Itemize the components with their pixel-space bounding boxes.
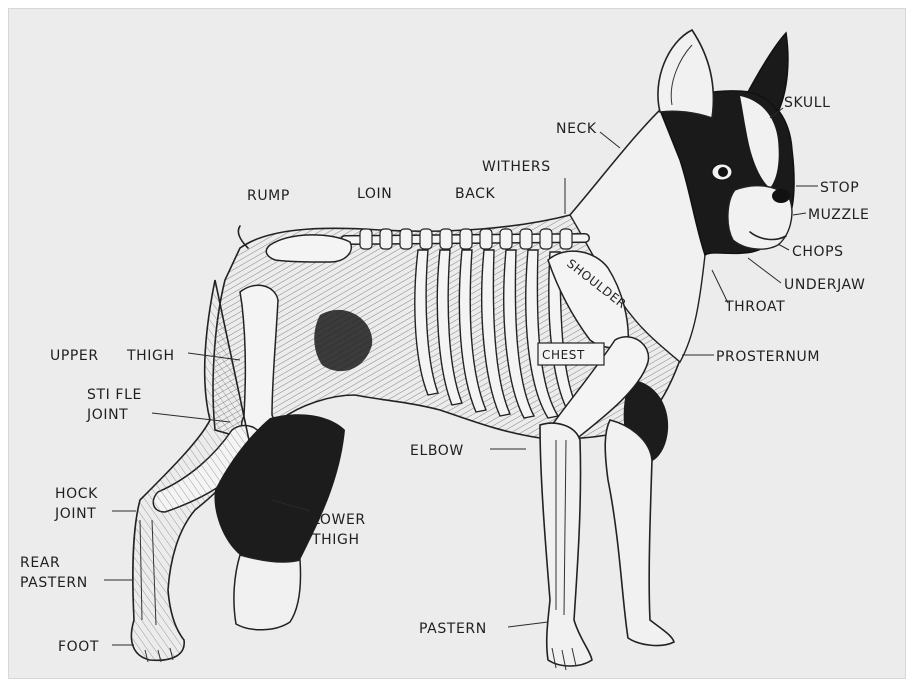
label-upper-thigh-2: THIGH [126,348,175,364]
label-hock-2: JOINT [54,506,96,522]
label-upper-thigh-1: UPPER [50,348,99,364]
label-lower-thigh-2: THIGH [311,532,360,548]
label-back: BACK [455,186,496,202]
label-throat: THROAT [724,299,785,315]
dog-illustration [131,30,794,670]
label-foot: FOOT [58,639,99,655]
label-hock-1: HOCK [55,486,98,502]
front-leg-far [605,420,674,645]
label-underjaw: UNDERJAW [784,277,865,293]
label-rump: RUMP [247,188,290,204]
label-prosternum: PROSTERNUM [716,349,820,365]
femur-bone [240,285,278,440]
label-elbow: ELBOW [410,443,464,459]
hind-leg-far-foot [234,555,301,630]
label-rear-pastern-1: REAR [20,555,60,571]
spine-bones [345,229,585,249]
label-rear-pastern-2: PASTERN [20,575,88,591]
label-neck: NECK [556,121,597,137]
label-lower-thigh-1: LOWER [312,512,366,528]
label-stifle-1: STI FLE [87,387,142,403]
label-loin: LOIN [357,186,392,202]
dog-ear-left [658,30,713,118]
label-pastern: PASTERN [419,621,487,637]
label-stop: STOP [820,180,859,196]
label-chest: CHEST [542,348,585,362]
dog-nose [772,189,790,203]
label-skull: SKULL [784,95,831,111]
label-withers: WITHERS [482,159,551,175]
label-muzzle: MUZZLE [808,207,870,223]
label-chops: CHOPS [792,244,844,260]
label-stifle-2: JOINT [86,407,128,423]
